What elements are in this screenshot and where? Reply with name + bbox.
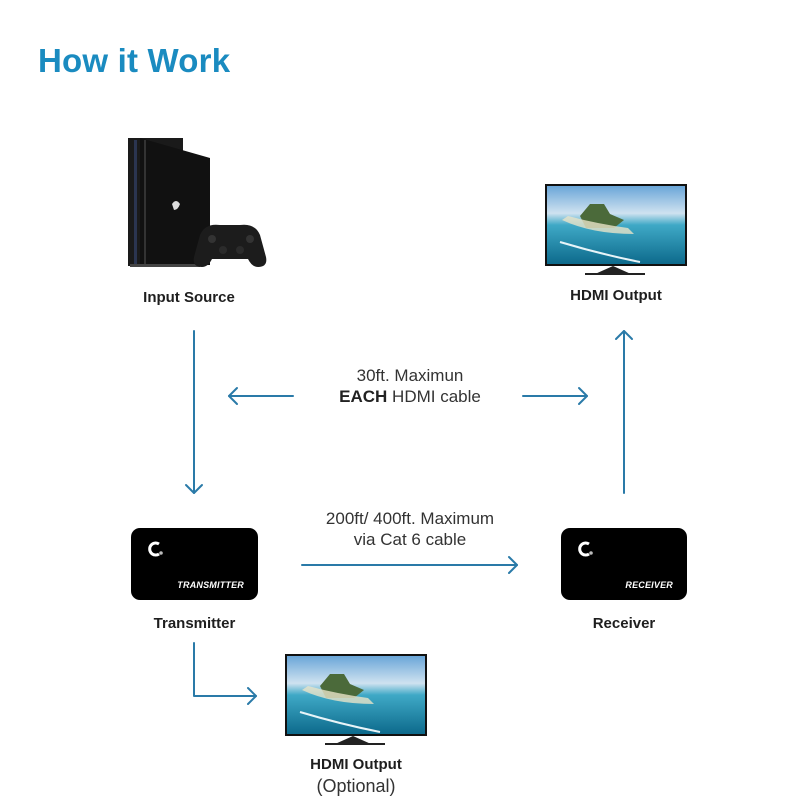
hdmi-cable-text: HDMI cable — [387, 387, 481, 406]
game-console-icon — [128, 138, 267, 267]
transmitter-label: Transmitter — [153, 615, 236, 632]
hdmi-cable-note-line2: EACH HDMI cable — [300, 386, 520, 407]
cat6-note-line1: 200ft/ 400ft. Maximum — [325, 509, 495, 528]
arrow-receiver-to-hdmi-output — [615, 330, 633, 494]
input-source-node: Input Source — [120, 130, 270, 310]
each-emphasis: EACH — [339, 387, 388, 406]
transmitter-box-text: TRANSMITTER — [177, 580, 244, 590]
optional-sublabel: (Optional) — [316, 776, 396, 796]
controller-icon — [193, 224, 267, 267]
arrow-transmitter-to-receiver — [301, 556, 518, 574]
hdmi-output-optional-label: HDMI Output — [310, 756, 402, 773]
arrow-right-hdmi-cable — [522, 387, 588, 405]
page-title: How it Work — [38, 42, 231, 79]
hdmi-cable-note-line1: 30ft. Maximun — [356, 366, 464, 385]
hdmi-output-label: HDMI Output — [570, 287, 662, 304]
receiver-box-text: RECEIVER — [625, 580, 673, 590]
tv-icon — [545, 184, 687, 275]
cat6-cable-note: 200ft/ 400ft. Maximum via Cat 6 cable — [290, 508, 530, 550]
cat6-note-line2: via Cat 6 cable — [353, 530, 467, 549]
arrow-input-to-transmitter — [185, 330, 203, 494]
receiver-label: Receiver — [592, 615, 656, 632]
arrow-left-hdmi-cable — [228, 387, 294, 405]
tv-icon — [285, 654, 427, 745]
receiver-box: RECEIVER — [561, 528, 687, 600]
brand-logo-icon — [148, 541, 163, 557]
arrow-transmitter-to-optional-output — [193, 642, 257, 705]
hdmi-output-optional-node: HDMI Output (Optional) — [283, 652, 433, 800]
hdmi-cable-note: 30ft. Maximun EACH HDMI cable — [300, 365, 520, 407]
hdmi-output-node: HDMI Output — [540, 182, 690, 307]
brand-logo-icon — [578, 541, 593, 557]
transmitter-box: TRANSMITTER — [131, 528, 258, 600]
input-source-label: Input Source — [143, 289, 235, 306]
